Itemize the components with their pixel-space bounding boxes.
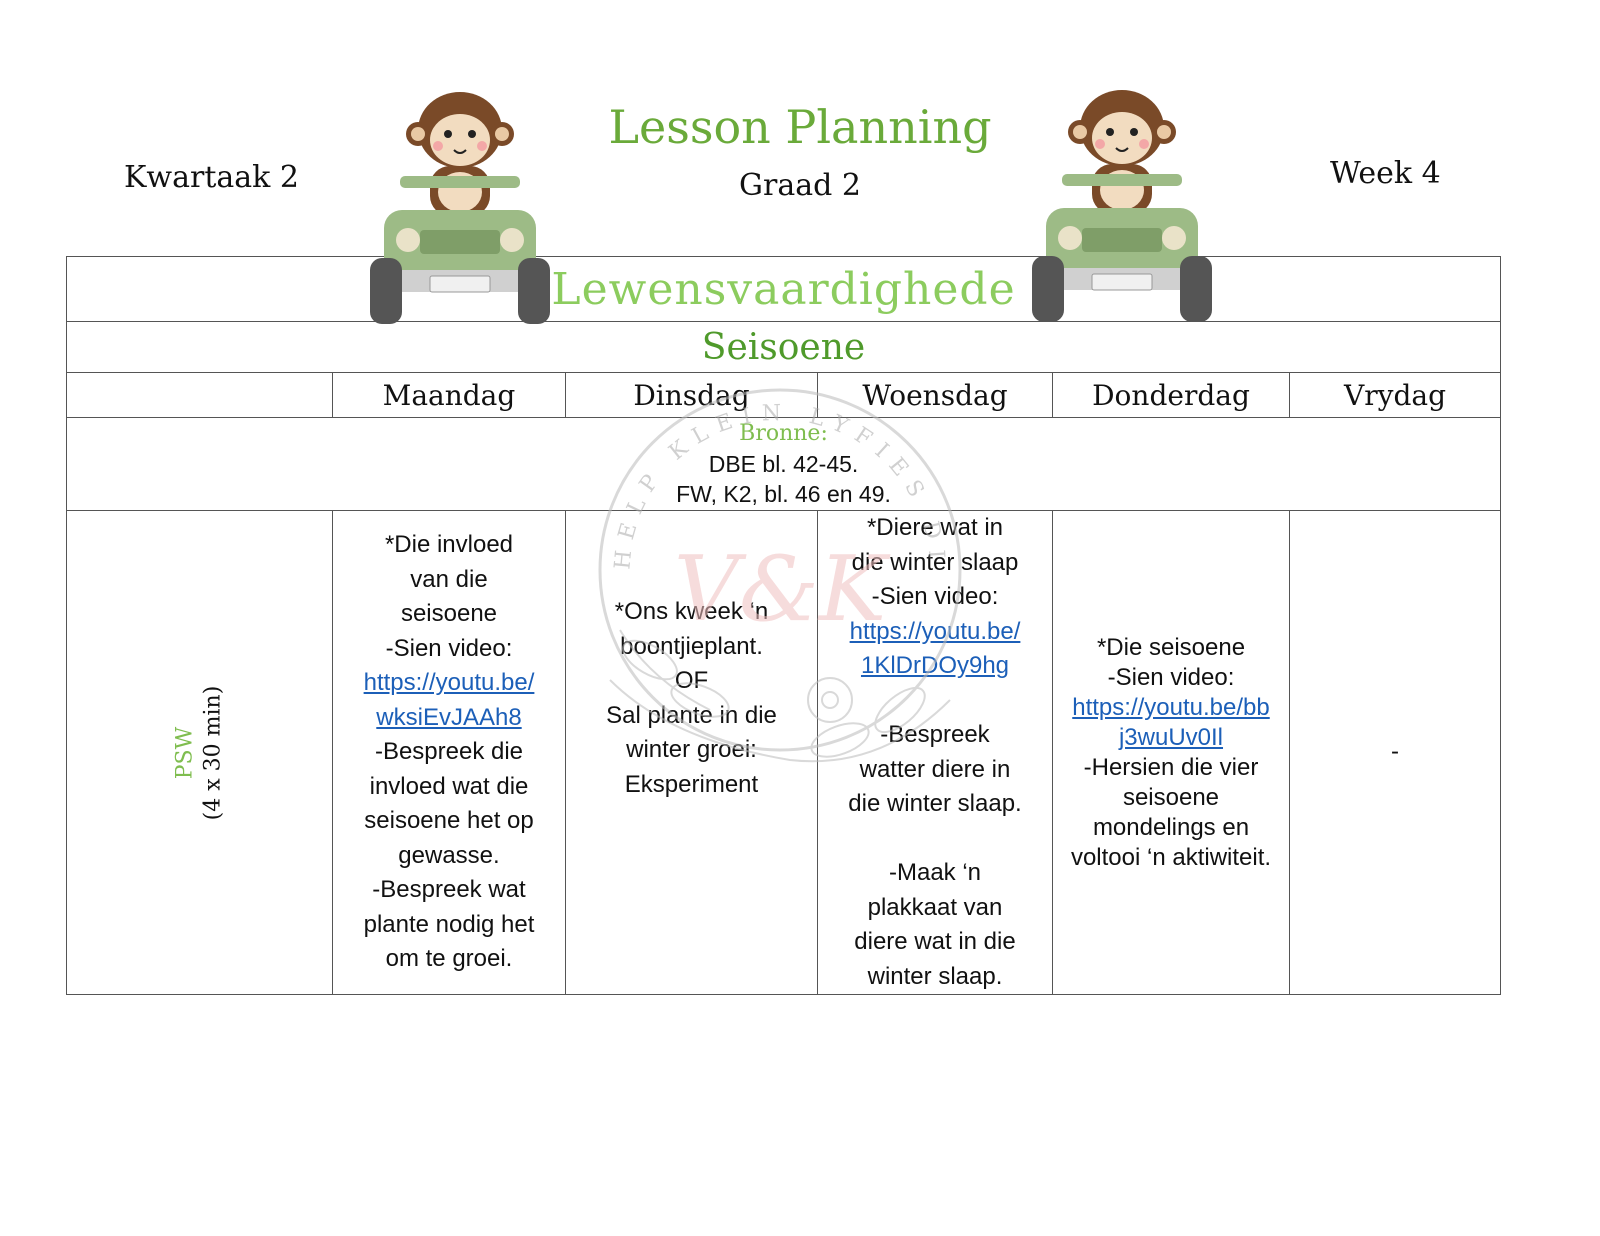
row-label-duration: (4 x 30 min) [200, 685, 226, 820]
subject-title: Lewensvaardighede [551, 263, 1016, 315]
lesson-cell-wednesday: *Diere wat in die winter slaap -Sien vid… [817, 510, 1053, 995]
monday-intro: *Die invloed van die seisoene -Sien vide… [384, 531, 514, 662]
week-label: Week 4 [1330, 156, 1441, 191]
corner-cell [66, 372, 333, 418]
row-label-name: PSW [172, 726, 198, 779]
resources-cell: Bronne: DBE bl. 42-45. FW, K2, bl. 46 en… [65, 417, 1502, 511]
lesson-plan-table: Lewensvaardighede Seisoene Maandag Dinsd… [65, 256, 1502, 995]
theme-row: Seisoene [65, 321, 1502, 373]
resources-label: Bronne: [739, 421, 828, 446]
day-header-row: Maandag Dinsdag Woensdag Donderdag Vryda… [66, 372, 1502, 418]
theme-cell: Seisoene [65, 321, 1502, 373]
lesson-cell-tuesday: *Ons kweek ‘n boontjieplant. OF Sal plan… [565, 510, 818, 995]
monkey-jeep-illustration [370, 92, 550, 324]
day-header-thursday: Donderdag [1052, 372, 1290, 418]
wednesday-activities: -Bespreek watter diere in die winter sla… [848, 721, 1022, 990]
resources-line-1: DBE bl. 42-45. [708, 451, 859, 477]
monkey-jeep-illustration-right [1032, 90, 1212, 322]
resources-line-2: FW, K2, bl. 46 en 49. [676, 481, 891, 507]
lesson-cell-thursday: *Die seisoene -Sien video: https://youtu… [1052, 510, 1290, 995]
tuesday-text: *Ons kweek ‘n boontjieplant. OF Sal plan… [606, 598, 777, 798]
lesson-cell-monday: *Die invloed van die seisoene -Sien vide… [332, 510, 566, 995]
wednesday-video-link[interactable]: https://youtu.be/ 1KlDrDOy9hg [849, 617, 1021, 680]
theme-title: Seisoene [701, 326, 866, 368]
row-label-cell: PSW (4 x 30 min) [66, 510, 333, 995]
thursday-activities: -Hersien die vier seisoene mondelings en… [1070, 753, 1272, 871]
day-header-monday: Maandag [332, 372, 566, 418]
day-header-tuesday: Dinsdag [565, 372, 818, 418]
monday-video-link[interactable]: https://youtu.be/ wksiEvJAAh8 [363, 669, 535, 731]
thursday-intro: *Die seisoene -Sien video: [1096, 633, 1246, 691]
friday-text: - [1391, 738, 1400, 766]
wednesday-intro: *Diere wat in die winter slaap -Sien vid… [851, 514, 1019, 610]
page-title: Lesson Planning [608, 100, 992, 154]
lesson-row: PSW (4 x 30 min) *Die invloed van die se… [66, 510, 1502, 995]
term-label: Kwartaak 2 [124, 160, 299, 195]
resources-row: Bronne: DBE bl. 42-45. FW, K2, bl. 46 en… [65, 417, 1502, 511]
monday-activities: -Bespreek die invloed wat die seisoene h… [363, 738, 535, 973]
day-header-wednesday: Woensdag [817, 372, 1053, 418]
day-header-friday: Vrydag [1288, 372, 1502, 418]
subject-cell: Lewensvaardighede [65, 256, 1502, 322]
grade-label: Graad 2 [739, 168, 861, 203]
thursday-video-link[interactable]: https://youtu.be/bb j3wuUv0Il [1072, 693, 1270, 751]
subject-row: Lewensvaardighede [65, 256, 1502, 322]
lesson-cell-friday: - [1288, 510, 1502, 995]
